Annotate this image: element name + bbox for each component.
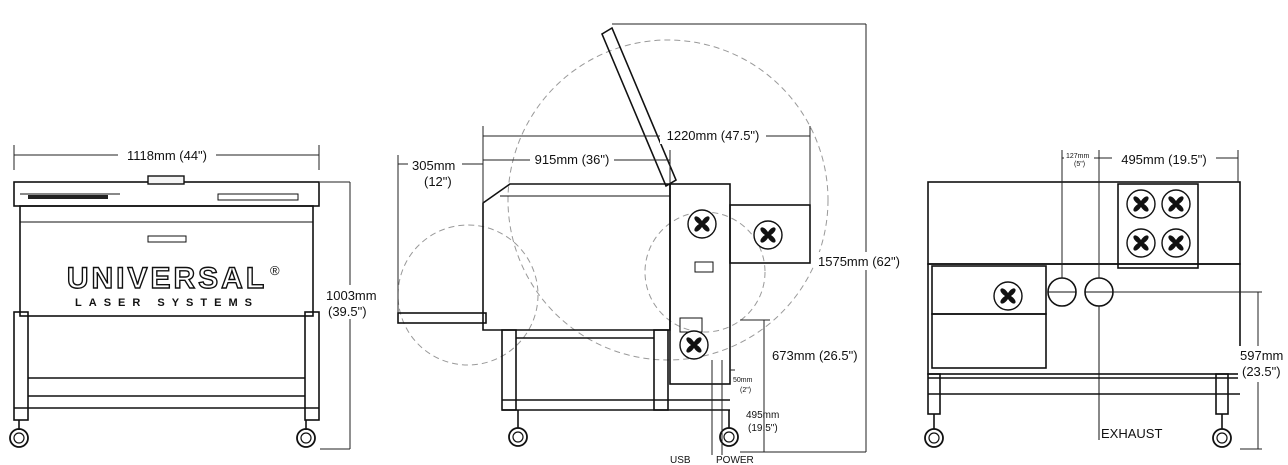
fan-icon bbox=[1126, 189, 1156, 219]
side-port-offset-mm: 50mm bbox=[733, 377, 753, 384]
caster-wheel-icon bbox=[1212, 428, 1232, 448]
rear-exhaust-spacing-mm: 127mm bbox=[1066, 153, 1090, 160]
front-logo-main: UNIVERSAL bbox=[67, 262, 267, 295]
side-port-height-mm: 495mm bbox=[746, 410, 779, 421]
caster-wheel-icon bbox=[719, 427, 739, 447]
fan-icon bbox=[679, 330, 709, 360]
side-depth-label: 915mm (36") bbox=[535, 152, 610, 167]
side-power-label: POWER bbox=[716, 455, 754, 465]
fan-icon bbox=[993, 281, 1023, 311]
front-view: 1118mm (44") UNIVERSAL ® LASER SYSTEMS bbox=[9, 145, 377, 450]
front-height-dimension: 1003mm (39.5") bbox=[320, 181, 377, 450]
rear-exhaust-spacing-dimension: 127mm (5") 495mm (19.5") bbox=[1061, 150, 1239, 278]
fan-icon bbox=[1126, 228, 1156, 258]
rear-exhaust-height-in: (23.5") bbox=[1242, 364, 1281, 379]
rear-exhaust-height-mm: 597mm bbox=[1240, 348, 1283, 363]
caster-wheel-icon bbox=[9, 428, 29, 448]
side-open-height-dimension: 1575mm (62") bbox=[612, 23, 914, 453]
rear-view: 127mm (5") 495mm (19.5") 597mm (23.5") E… bbox=[924, 150, 1288, 450]
rear-exhaust-offset-label: 495mm (19.5") bbox=[1121, 152, 1207, 167]
side-table-height-label: 673mm (26.5") bbox=[772, 348, 858, 363]
caster-wheel-icon bbox=[508, 427, 528, 447]
rear-exhaust-spacing-in: (5") bbox=[1074, 161, 1085, 168]
front-width-dimension: 1118mm (44") bbox=[13, 145, 320, 170]
fan-icon bbox=[1161, 228, 1191, 258]
front-height-label-mm: 1003mm bbox=[326, 288, 377, 303]
side-table-height-dimension: 673mm (26.5") bbox=[740, 319, 858, 452]
side-port-dimensions: 50mm (2") 495mm (19.5") USB POWER bbox=[670, 360, 779, 465]
side-usb-label: USB bbox=[670, 455, 691, 465]
side-lid-clearance-dimension: 305mm (12") bbox=[397, 155, 483, 313]
side-view: 305mm (12") 915mm (36") 1220mm (47.5") 1… bbox=[397, 23, 914, 465]
caster-wheel-icon bbox=[296, 428, 316, 448]
side-lid-clearance-in: (12") bbox=[424, 174, 452, 189]
rear-exhaust-label: EXHAUST bbox=[1101, 426, 1162, 441]
side-port-height-in: (19.5") bbox=[748, 423, 778, 434]
rear-exhaust-height-dimension: 597mm (23.5") bbox=[1113, 291, 1288, 450]
front-logo-mark: ® bbox=[270, 263, 280, 278]
fan-icon bbox=[1161, 189, 1191, 219]
side-overall-depth-dimension: 1220mm (47.5") bbox=[482, 126, 811, 205]
fan-icon bbox=[753, 220, 783, 250]
side-lid-clearance-mm: 305mm bbox=[412, 158, 455, 173]
side-overall-depth-label: 1220mm (47.5") bbox=[667, 128, 760, 143]
side-depth-dimension: 915mm (36") bbox=[482, 150, 671, 203]
front-width-label: 1118mm (44") bbox=[127, 148, 207, 163]
fan-icon bbox=[687, 209, 717, 239]
side-port-offset-in: (2") bbox=[740, 387, 751, 394]
side-open-height-label: 1575mm (62") bbox=[818, 254, 900, 269]
caster-wheel-icon bbox=[924, 428, 944, 448]
front-logo-sub: LASER SYSTEMS bbox=[75, 297, 259, 309]
front-height-label-in: (39.5") bbox=[328, 304, 367, 319]
